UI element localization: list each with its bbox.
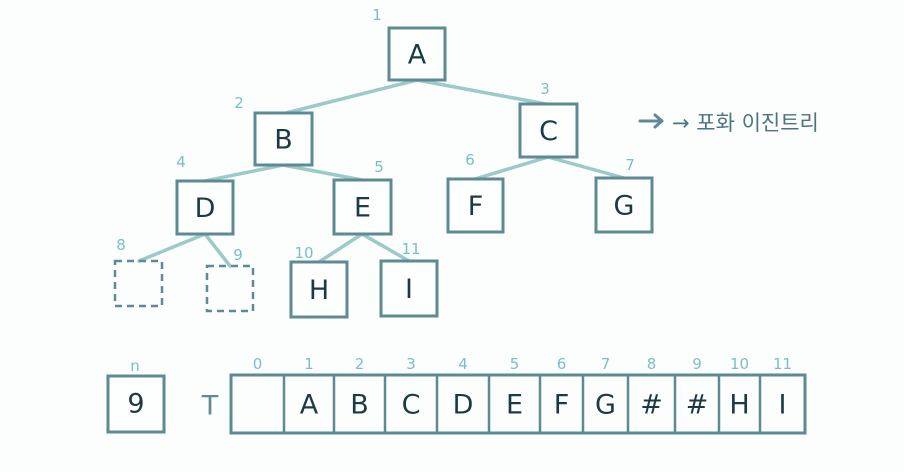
tree-node: 8 bbox=[113, 236, 164, 308]
tree-edge bbox=[203, 232, 232, 268]
array-index: 9 bbox=[692, 355, 702, 373]
tree-edge bbox=[317, 232, 364, 264]
tree-node: A1 bbox=[372, 6, 447, 82]
annotation-text: → 포화 이진트리 bbox=[672, 111, 819, 135]
node-label: E bbox=[354, 193, 371, 224]
node-box bbox=[518, 102, 579, 159]
tree-edge bbox=[203, 163, 285, 183]
array-index: 2 bbox=[355, 355, 365, 373]
node-box bbox=[387, 26, 447, 82]
node-box bbox=[332, 178, 393, 236]
array-outline bbox=[229, 373, 807, 435]
array-cell: I bbox=[779, 390, 787, 421]
array-index: 6 bbox=[557, 355, 567, 373]
array-index: 10 bbox=[730, 355, 749, 373]
node-index: 5 bbox=[374, 158, 384, 176]
tree-edge bbox=[284, 78, 419, 115]
node-label: C bbox=[539, 116, 558, 147]
tree-edge bbox=[546, 155, 626, 180]
tree-edge bbox=[360, 232, 411, 263]
tree-edge bbox=[473, 155, 550, 181]
tree-node: D4 bbox=[175, 153, 235, 236]
node-box bbox=[446, 177, 505, 234]
n-variable-box bbox=[106, 374, 166, 434]
node-box bbox=[253, 111, 314, 167]
array-index: 11 bbox=[773, 355, 792, 373]
array-index: 7 bbox=[601, 355, 611, 373]
node-label: B bbox=[274, 125, 293, 156]
node-label: A bbox=[408, 40, 427, 71]
annotation: → 포화 이진트리 bbox=[638, 111, 819, 135]
array-index: 4 bbox=[458, 355, 468, 373]
array-cell: B bbox=[350, 390, 369, 421]
node-label: H bbox=[309, 275, 329, 306]
tree-edge bbox=[415, 78, 548, 106]
array-cell: H bbox=[729, 390, 749, 421]
node-label: G bbox=[614, 191, 635, 222]
tree-node: G7 bbox=[594, 156, 654, 234]
node-index: 11 bbox=[401, 240, 420, 258]
node-label: I bbox=[405, 274, 413, 305]
node-index: 10 bbox=[294, 244, 313, 262]
node-index: 8 bbox=[116, 236, 126, 254]
node-index: 6 bbox=[465, 151, 475, 169]
node-index: 7 bbox=[625, 156, 635, 174]
tree-edge bbox=[281, 163, 364, 182]
array-cell: C bbox=[402, 390, 421, 421]
array-name: T bbox=[201, 391, 219, 422]
tree-node: E5 bbox=[332, 158, 393, 236]
array-cell: A bbox=[300, 390, 319, 421]
node-box bbox=[289, 260, 349, 319]
node-box bbox=[594, 176, 654, 234]
node-label: F bbox=[468, 191, 484, 222]
array-cell: F bbox=[554, 390, 570, 421]
n-variable-name: n bbox=[130, 357, 140, 375]
tree-node: 9 bbox=[205, 246, 255, 313]
n-variable: n 9 bbox=[106, 357, 166, 434]
arrow-right-icon bbox=[638, 113, 664, 129]
node-index: 9 bbox=[233, 246, 243, 264]
array-cell: G bbox=[595, 390, 616, 421]
array-T: 0A 1B 2C 3D 4E 5F 6G 7 #8 #9H 10I 11 bbox=[229, 355, 807, 435]
array-index: 0 bbox=[253, 355, 263, 373]
tree-node: I 11 bbox=[379, 240, 439, 318]
node-index: 3 bbox=[540, 80, 550, 98]
tree-node: B2 bbox=[234, 94, 314, 167]
array-cell: # bbox=[686, 390, 709, 421]
node-box bbox=[175, 179, 235, 236]
empty-node-box bbox=[205, 264, 255, 313]
array-index: 3 bbox=[406, 355, 416, 373]
tree-edges bbox=[137, 78, 626, 268]
node-index: 1 bbox=[372, 6, 382, 24]
node-index: 4 bbox=[176, 153, 186, 171]
array-index: 5 bbox=[510, 355, 520, 373]
array-index: 8 bbox=[647, 355, 657, 373]
array-cell: # bbox=[640, 390, 663, 421]
tree-node: F6 bbox=[446, 151, 505, 234]
empty-node-box bbox=[113, 259, 164, 308]
node-label: D bbox=[195, 193, 216, 224]
array-index: 1 bbox=[304, 355, 314, 373]
node-index: 2 bbox=[234, 94, 244, 112]
tree-node: H 10 bbox=[289, 244, 349, 319]
n-variable-value: 9 bbox=[127, 389, 144, 420]
array-cell: D bbox=[453, 390, 474, 421]
tree-node: C3 bbox=[518, 80, 579, 159]
array-cell: E bbox=[506, 390, 523, 421]
node-box bbox=[379, 259, 439, 318]
tree-edge bbox=[137, 232, 207, 263]
